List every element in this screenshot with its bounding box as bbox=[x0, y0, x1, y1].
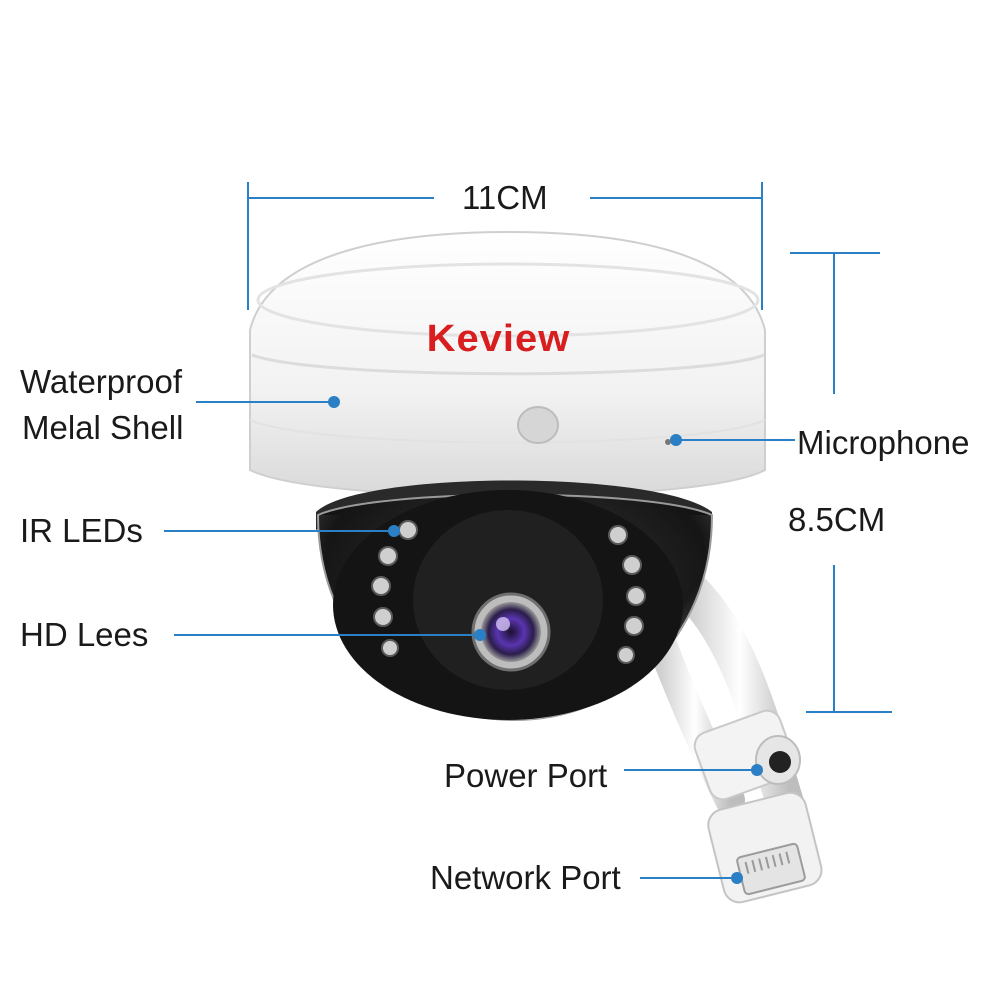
callout-network-port: Network Port bbox=[430, 859, 621, 896]
width-label: 11CM bbox=[462, 179, 548, 216]
hd-lens bbox=[471, 592, 551, 672]
callout-shell-line1: Waterproof bbox=[20, 363, 183, 400]
brand-logo: Keview bbox=[426, 318, 571, 360]
callout-shell-line2: Melal Shell bbox=[22, 409, 184, 446]
ir-led-array bbox=[371, 520, 646, 664]
metal-shell bbox=[249, 230, 766, 498]
callout-microphone: Microphone bbox=[797, 424, 970, 461]
callout-dots bbox=[328, 396, 763, 884]
callout-power-port: Power Port bbox=[444, 757, 608, 794]
height-dimension-line bbox=[790, 252, 892, 713]
width-dimension-line bbox=[247, 182, 763, 310]
cable-assembly bbox=[645, 571, 823, 904]
callout-lines bbox=[164, 401, 795, 879]
callout-lens: HD Lees bbox=[20, 616, 149, 653]
callout-ir-leds: IR LEDs bbox=[20, 512, 143, 549]
height-label: 8.5CM bbox=[788, 501, 886, 538]
